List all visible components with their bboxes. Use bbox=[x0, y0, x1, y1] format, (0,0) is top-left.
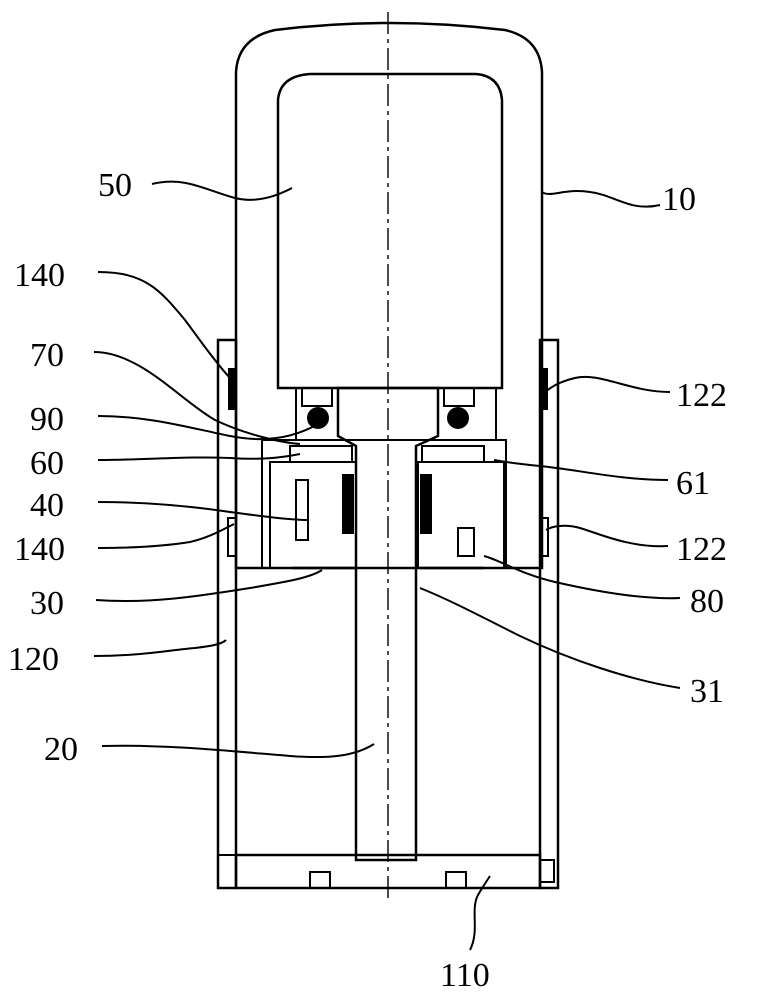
label-40: 40 bbox=[30, 487, 64, 524]
leader-lines bbox=[93, 180, 681, 951]
label-90: 90 bbox=[30, 401, 64, 438]
label-10: 10 bbox=[662, 181, 696, 218]
label-140-top: 140 bbox=[14, 257, 65, 294]
label-20: 20 bbox=[44, 731, 78, 768]
label-60: 60 bbox=[30, 445, 64, 482]
label-122-top: 122 bbox=[676, 377, 727, 414]
rod-20 bbox=[336, 386, 440, 862]
label-80: 80 bbox=[690, 583, 724, 620]
label-120: 120 bbox=[8, 641, 59, 678]
label-61: 61 bbox=[676, 465, 710, 502]
label-31: 31 bbox=[690, 673, 724, 710]
label-122-bottom: 122 bbox=[676, 531, 727, 568]
label-110: 110 bbox=[440, 957, 490, 994]
reference-numerals: 10 50 140 70 90 60 40 140 30 120 20 122 … bbox=[8, 167, 727, 994]
label-70: 70 bbox=[30, 337, 64, 374]
wear-strips bbox=[227, 368, 549, 557]
elastic-body-50 bbox=[276, 72, 504, 390]
label-30: 30 bbox=[30, 585, 64, 622]
label-50: 50 bbox=[98, 167, 132, 204]
inner-components bbox=[261, 387, 507, 570]
housing-10 bbox=[234, 21, 544, 570]
label-140-bottom: 140 bbox=[14, 531, 65, 568]
